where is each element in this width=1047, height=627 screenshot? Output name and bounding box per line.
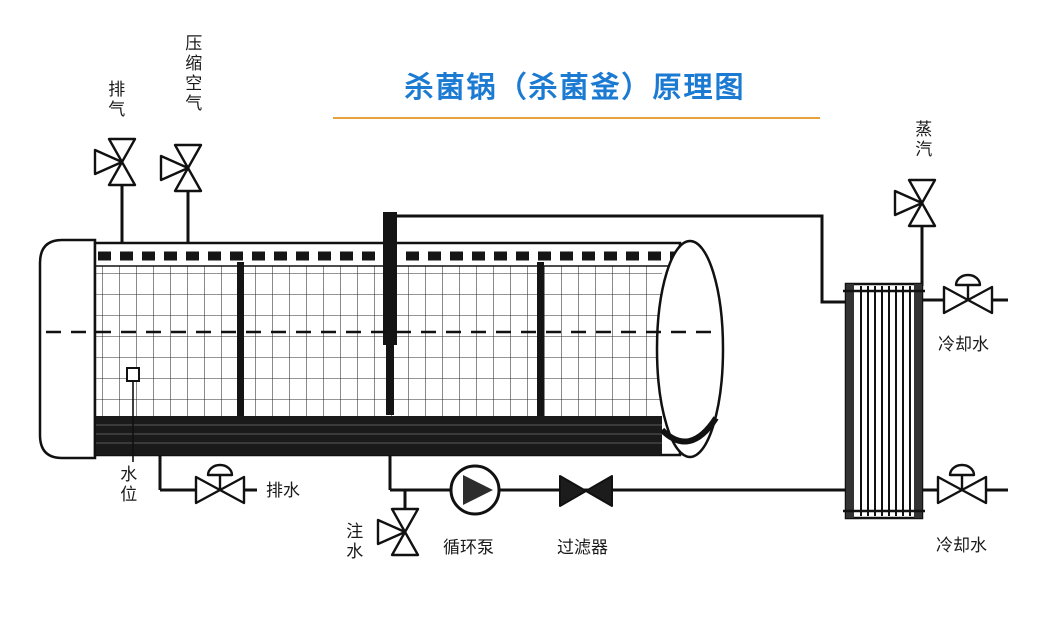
exhaust-valve-icon bbox=[93, 137, 137, 187]
vessel-right-end bbox=[655, 239, 725, 459]
label-cooling-water-bottom: 冷却水 bbox=[936, 536, 987, 555]
label-drain: 排水 bbox=[266, 481, 300, 500]
label-water-inlet: 注水 bbox=[343, 522, 363, 562]
label-water-level: 水位 bbox=[117, 465, 137, 505]
label-cooling-water-top: 冷却水 bbox=[938, 335, 989, 354]
water-inlet-valve-icon bbox=[376, 507, 420, 557]
cooling-water-valve-top-icon bbox=[942, 273, 994, 315]
sterilizer-vessel bbox=[38, 212, 725, 462]
water-level-indicator-icon bbox=[126, 367, 140, 382]
label-filter: 过滤器 bbox=[557, 538, 608, 557]
divider-plate bbox=[237, 262, 244, 416]
page-title: 杀菌锅（杀菌釜）原理图 bbox=[404, 72, 746, 104]
heat-exchanger bbox=[843, 282, 925, 520]
vessel-basket-grid bbox=[96, 266, 662, 417]
divider-plate bbox=[537, 262, 544, 416]
vessel-bottom-band bbox=[96, 416, 662, 455]
title-underline bbox=[333, 117, 820, 119]
vessel-left-cap bbox=[38, 238, 97, 460]
steam-valve-icon bbox=[893, 178, 937, 228]
circulation-pump-icon bbox=[449, 464, 501, 516]
drain-valve-icon bbox=[194, 463, 246, 505]
compressed-air-valve-icon bbox=[159, 143, 203, 193]
pipes bbox=[120, 186, 1008, 509]
label-compressed-air: 压缩空气 bbox=[182, 34, 202, 114]
label-circulation-pump: 循环泵 bbox=[443, 538, 494, 557]
filter-icon bbox=[559, 475, 613, 507]
label-steam: 蒸汽 bbox=[912, 120, 932, 160]
center-connection bbox=[383, 212, 397, 345]
cooling-water-valve-bottom-icon bbox=[936, 463, 988, 505]
label-exhaust: 排气 bbox=[105, 80, 125, 120]
